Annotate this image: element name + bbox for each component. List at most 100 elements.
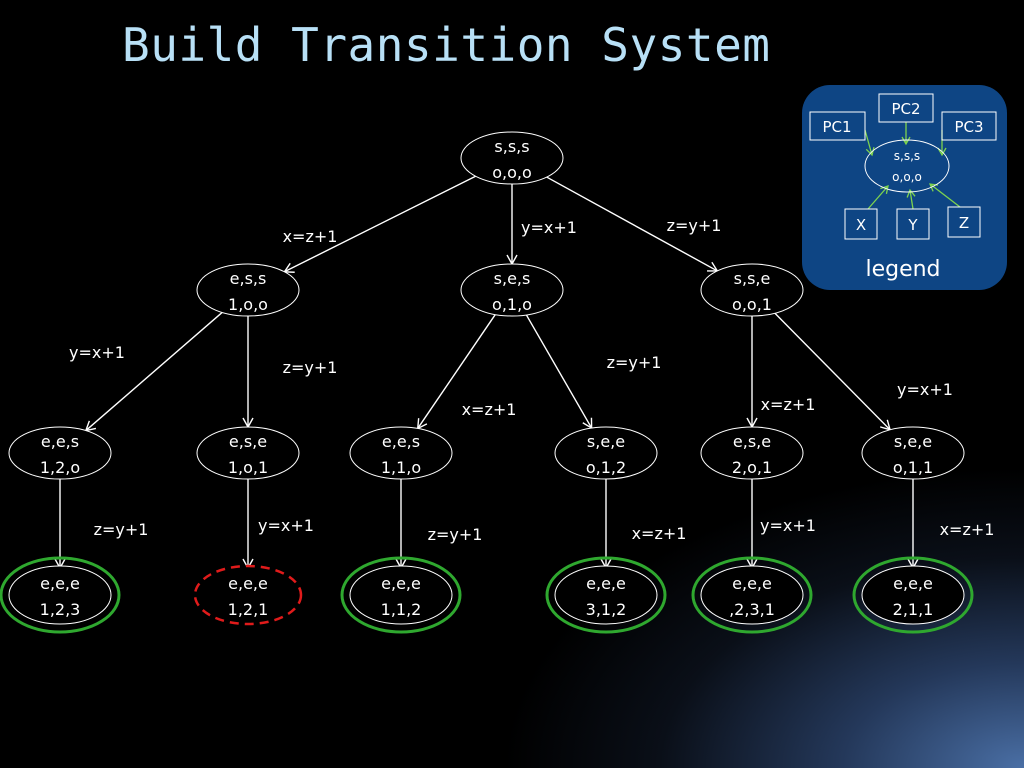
state-line2: o,o,o (492, 163, 532, 182)
legend-arrow (864, 129, 875, 157)
accepting-state-node: e,e,e1,1,2 (340, 556, 462, 634)
accepting-state-node: e,e,e 1,2,3 (0, 556, 121, 634)
error-dashed-ring (193, 564, 303, 626)
accepting-outer-ring (691, 556, 813, 634)
legend-pc2-box (878, 93, 934, 123)
state-line1: e,e,e (732, 574, 772, 593)
legend-state-line2: o,o,o (892, 170, 922, 184)
legend-y-label: Y (907, 216, 918, 234)
legend-state-line1: s,s,s (894, 149, 920, 163)
transition-arrow (774, 312, 892, 431)
state-node: s,e,s o,1,o (460, 263, 564, 317)
state-line2: 3,1,2 (586, 600, 627, 619)
state-line2: 1,1,o (381, 458, 421, 477)
state-ellipse (196, 426, 300, 480)
transition-label: x=z+1 (462, 400, 517, 419)
transition-label: y=x+1 (521, 218, 577, 237)
state-ellipse (460, 263, 564, 317)
state-node: e,e,s1,2,o (8, 426, 112, 480)
state-line2: 1,2,3 (40, 600, 81, 619)
state-node: s,s,e o,o,1 (700, 263, 804, 317)
transition-label: z=y+1 (428, 525, 483, 544)
transition-label: z=y+1 (607, 353, 662, 372)
transition-label: z=y+1 (667, 216, 722, 235)
state-line2: 1,o,1 (228, 458, 268, 477)
state-node: s,e,e o,1,1 (861, 426, 965, 480)
state-line1: e,e,e (586, 574, 626, 593)
state-line2: o,1,1 (893, 458, 933, 477)
state-line1: s,e,s (494, 269, 531, 288)
transition-arrow (546, 176, 719, 272)
legend-arrow (867, 185, 889, 210)
accepting-state-node: e,e,e,2,3,1 (691, 556, 813, 634)
state-line1: e,s,e (229, 432, 267, 451)
state-ellipse (196, 263, 300, 317)
accepting-state-node: e,e,e2,1,1 (852, 556, 974, 634)
state-line1: s,s,s (494, 137, 529, 156)
state-line2: o,1,2 (586, 458, 626, 477)
state-line2: 2,o,1 (732, 458, 772, 477)
state-line2: o,o,1 (732, 295, 772, 314)
transition-label: y=x+1 (897, 380, 953, 399)
state-node: s,s,s o,o,o (460, 131, 564, 185)
legend-x-label: X (856, 216, 866, 234)
state-line1: s,e,e (587, 432, 625, 451)
state-ellipse (460, 131, 564, 185)
transition-label: x=z+1 (632, 524, 687, 543)
legend-pc1-label: PC1 (822, 118, 851, 136)
state-line1: e,e,e (228, 574, 268, 593)
state-ellipse (349, 426, 453, 480)
state-ellipse (700, 565, 804, 625)
state-line1: e,e,e (40, 574, 80, 593)
legend-z-box (947, 206, 981, 238)
transition-label: x=z+1 (283, 227, 338, 246)
state-line2: o,1,o (492, 295, 532, 314)
state-ellipse (861, 565, 965, 625)
state-ellipse (8, 565, 112, 625)
error-state-node: e,e,e 1,2,1 (193, 564, 303, 626)
legend-z-label: Z (959, 214, 969, 232)
state-line1: e,e,e (381, 574, 421, 593)
transition-label: x=z+1 (761, 395, 816, 414)
state-node: e,s,e 2,o,1 (700, 426, 804, 480)
state-line1: e,e,s (382, 432, 420, 451)
legend-pc1-box (809, 111, 866, 141)
accepting-state-node: e,e,e 3,1,2 (545, 556, 667, 634)
state-ellipse (554, 426, 658, 480)
transition-arrow (416, 314, 496, 430)
legend-y-box (896, 208, 930, 240)
legend-pc2-label: PC2 (891, 100, 920, 118)
legend-state-node (864, 139, 950, 193)
legend-title: legend (865, 257, 940, 282)
state-node: e,s,s1,o,o (196, 263, 300, 317)
state-line1: s,s,e (734, 269, 771, 288)
state-line1: s,e,e (894, 432, 932, 451)
state-ellipse (700, 426, 804, 480)
accepting-outer-ring (545, 556, 667, 634)
transition-arrow (283, 175, 476, 273)
transition-arrow (84, 311, 223, 432)
state-line1: e,s,s (230, 269, 267, 288)
state-node: s,e,e o,1,2 (554, 426, 658, 480)
state-ellipse (861, 426, 965, 480)
legend-panel: s,s,s o,o,o PC1 PC2 PC3 X Y Z legend (802, 85, 1007, 290)
legend-pc3-box (941, 111, 997, 141)
state-line1: e,e,e (893, 574, 933, 593)
state-ellipse (349, 565, 453, 625)
transition-arrow (525, 314, 593, 430)
transition-label: x=z+1 (940, 520, 995, 539)
transition-label: z=y+1 (94, 520, 149, 539)
state-node: e,s,e 1,o,1 (196, 426, 300, 480)
accepting-outer-ring (340, 556, 462, 634)
state-node: e,e,s 1,1,o (349, 426, 453, 480)
state-line2: 1,2,1 (228, 600, 269, 619)
state-ellipse (554, 565, 658, 625)
state-line1: e,e,s (41, 432, 79, 451)
legend-pc3-label: PC3 (954, 118, 983, 136)
legend-x-box (844, 208, 878, 240)
accepting-outer-ring (0, 556, 121, 634)
transition-label: y=x+1 (258, 516, 314, 535)
state-ellipse (8, 426, 112, 480)
state-line1: e,s,e (733, 432, 771, 451)
